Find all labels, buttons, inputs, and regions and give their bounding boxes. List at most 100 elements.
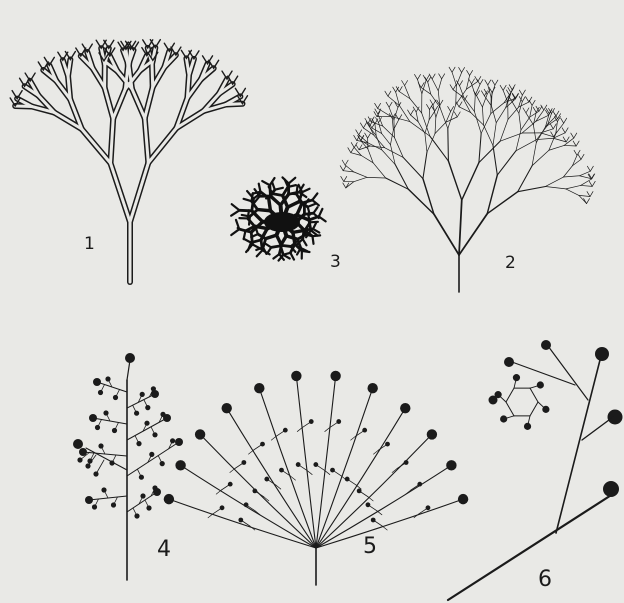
- thallus-tip: [426, 75, 429, 80]
- thallus-branch: [438, 79, 441, 91]
- thallus-tip: [365, 133, 368, 138]
- sporangium: [93, 378, 101, 386]
- thallus-branch: [374, 135, 385, 148]
- figure-6-axis-with-spheres: [448, 340, 623, 600]
- thallus-branch: [448, 129, 449, 161]
- terminal-sporangium: [222, 403, 232, 413]
- thallus-tip: [405, 81, 408, 86]
- thallus-tip: [428, 77, 431, 82]
- thallus-tip: [590, 166, 593, 171]
- sporangium: [366, 502, 371, 507]
- thallus-tip: [589, 181, 592, 186]
- thallus-tip: [512, 85, 515, 90]
- bract: [325, 428, 330, 432]
- ring-sporangium: [500, 415, 507, 422]
- thallus-branch: [566, 185, 581, 188]
- thallus-tip: [577, 150, 580, 155]
- thallus-tip: [411, 110, 414, 115]
- thallus-tip: [578, 154, 581, 159]
- terminal-sporangium: [367, 383, 377, 393]
- bract: [325, 471, 330, 475]
- branch-hollow: [132, 89, 145, 118]
- thallus-tip: [429, 74, 432, 79]
- sporangium: [228, 482, 233, 487]
- cushion-lobe: [242, 215, 250, 216]
- sporangium: [73, 439, 83, 449]
- branch-tip: [65, 51, 75, 59]
- thallus-tip: [361, 135, 364, 140]
- cushion-lobe: [273, 194, 283, 196]
- branch-hollow: [148, 128, 176, 163]
- sporangium: [260, 442, 265, 447]
- thallus-tip: [574, 150, 577, 155]
- thallus-tip: [564, 118, 567, 123]
- sporangium: [426, 505, 431, 510]
- thallus-tip: [573, 141, 576, 146]
- sporangium: [417, 482, 422, 487]
- sporangium: [112, 428, 117, 433]
- cushion-lobe: [302, 189, 309, 192]
- cushion-lobe: [271, 246, 280, 248]
- sporangium: [85, 463, 90, 468]
- thallus-branch: [491, 103, 504, 114]
- thallus-tip: [553, 124, 556, 129]
- sporangium: [296, 462, 301, 467]
- ring-sporangium: [513, 374, 520, 381]
- figure-label-3: 3: [330, 254, 341, 271]
- thallus-tip: [480, 79, 483, 84]
- thallus-tip: [351, 143, 354, 148]
- thallus-tip: [553, 111, 556, 116]
- terminal-sporangium: [164, 494, 174, 504]
- thallus-branch: [530, 111, 539, 117]
- thallus-branch: [549, 145, 564, 150]
- side-branch: [548, 346, 588, 400]
- sporangium: [146, 505, 151, 510]
- figure-label-1: 1: [84, 236, 95, 253]
- thallus-tip: [533, 107, 536, 112]
- cushion-lobe: [277, 235, 282, 245]
- branch-hollow: [130, 163, 148, 222]
- cushion-lobe: [231, 210, 239, 215]
- thallus-branch: [368, 149, 373, 163]
- thallus-tip: [356, 145, 359, 150]
- thallus-branch: [346, 182, 354, 188]
- sporangium: [92, 504, 97, 509]
- branch-tip: [189, 51, 199, 59]
- thallus-tip: [439, 74, 442, 79]
- sporangium: [149, 452, 154, 457]
- thallus-tip: [371, 117, 374, 122]
- thallus-tip: [557, 117, 560, 122]
- figure-3-dense-cushion: [231, 177, 325, 260]
- thallus-branch: [462, 163, 479, 200]
- cushion-lobe: [236, 220, 239, 229]
- thallus-tip: [452, 67, 455, 72]
- thallus-branch: [563, 166, 572, 177]
- thallus-tip: [470, 70, 473, 75]
- sporangium: [404, 460, 409, 465]
- side-branch: [86, 448, 127, 470]
- bract: [271, 436, 276, 440]
- sporangium: [362, 428, 367, 433]
- branch-hollow: [152, 64, 153, 87]
- thallus-branch: [526, 113, 533, 125]
- cushion-lobe: [275, 188, 283, 190]
- thallus-tip: [343, 183, 346, 188]
- thallus-tip: [448, 106, 451, 111]
- figure-label-6: 6: [538, 569, 552, 591]
- thallus-tip: [459, 67, 462, 72]
- radial-branch: [259, 388, 316, 548]
- branch-tip: [44, 57, 54, 65]
- thallus-tip: [386, 102, 389, 107]
- cushion-lobe: [249, 216, 250, 224]
- thallus-tip: [459, 102, 462, 107]
- thallus-tip: [372, 123, 375, 128]
- thallus-tip: [363, 123, 366, 128]
- thallus-branch: [436, 105, 440, 117]
- thallus-tip: [348, 148, 351, 153]
- thallus-branch: [425, 133, 427, 152]
- bract: [249, 450, 254, 454]
- terminal-sporangium: [400, 403, 410, 413]
- thallus-tip: [526, 108, 529, 113]
- thallus-branch: [508, 107, 519, 119]
- cushion-lobe: [296, 186, 297, 194]
